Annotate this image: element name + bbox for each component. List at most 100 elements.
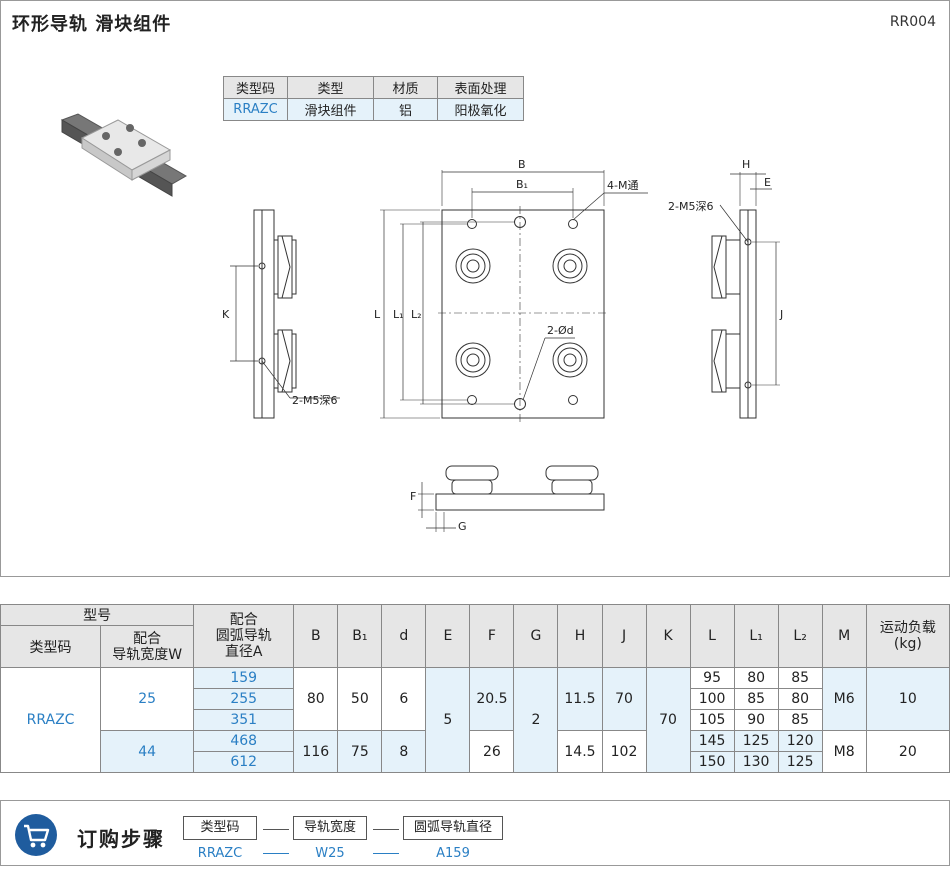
dim-H: H (742, 158, 750, 171)
dia-cell: 159 (193, 667, 295, 689)
step-value-diameter: A159 (436, 846, 470, 861)
step-rail-width: 导轨宽度 (293, 816, 367, 840)
cell-L2: 120 (777, 730, 823, 752)
dia-cell: 255 (193, 688, 295, 710)
cell-M: M8 (821, 730, 867, 773)
step-connector (373, 829, 399, 830)
value-connector (373, 853, 399, 854)
cell-B1: 75 (337, 730, 383, 773)
right-side-view: H E 2-M5深6 J (668, 158, 783, 419)
cell-F: 26 (469, 730, 515, 773)
dim-G: G (458, 520, 467, 533)
technical-drawing: K 2-M5深6 B B₁ 4-M通 L (60, 113, 783, 533)
spec-table: 型号 配合 圆弧导轨 直径A B B₁ d E F G H J K L L₁ L… (0, 604, 950, 773)
cell-M: M6 (821, 667, 867, 731)
dim-F: F (410, 490, 416, 503)
cell-H: 11.5 (557, 667, 603, 731)
product-code: RR004 (889, 14, 936, 30)
cell-F: 20.5 (469, 667, 515, 731)
cell-L: 145 (689, 730, 735, 752)
dim-L2: L₂ (411, 308, 422, 321)
type-table-cell: 阳极氧化 (437, 98, 524, 121)
product-photo (60, 113, 188, 197)
cell-L1: 125 (733, 730, 779, 752)
col-header-d: d (381, 604, 427, 668)
cell-L1: 85 (733, 688, 779, 710)
cell-L: 100 (689, 688, 735, 710)
col-header-load: 运动负载 (kg) (865, 604, 950, 668)
col-header-B: B (293, 604, 339, 668)
col-header-L: L (689, 604, 735, 668)
cell-L: 105 (689, 709, 735, 731)
type-table-header: 材质 (373, 76, 438, 99)
col-header-J: J (601, 604, 647, 668)
col-header-E: E (425, 604, 471, 668)
col-header-B1: B₁ (337, 604, 383, 668)
col-header-K: K (645, 604, 691, 668)
col-header-M: M (821, 604, 867, 668)
value-connector (263, 853, 289, 854)
type-table-header: 类型码 (223, 76, 288, 99)
dia-cell: 468 (193, 730, 295, 752)
dim-K: K (222, 308, 230, 321)
type-table: 类型码 类型 材质 表面处理 RRAZC 滑块组件 铝 阳极氧化 (223, 76, 524, 121)
cell-L2: 125 (777, 751, 823, 773)
order-title: 订购步骤 (77, 827, 165, 851)
order-steps-panel: 订购步骤 类型码 导轨宽度 圆弧导轨直径 RRAZC W25 A159 (0, 800, 950, 866)
cell-d: 6 (381, 667, 427, 731)
step-type-code: 类型码 (183, 816, 257, 840)
col-header-H: H (557, 604, 603, 668)
cell-d: 8 (381, 730, 427, 773)
label-4-m: 4-M通 (607, 179, 638, 192)
dim-B: B (518, 158, 526, 171)
cell-J: 102 (601, 730, 647, 773)
cell-L: 150 (689, 751, 735, 773)
cell-L1: 90 (733, 709, 779, 731)
cell-J: 70 (601, 667, 647, 731)
col-header-dia: 配合 圆弧导轨 直径A (193, 604, 295, 668)
col-header-L2: L₂ (777, 604, 823, 668)
col-header-L1: L₁ (733, 604, 779, 668)
cell-B1: 50 (337, 667, 383, 731)
step-value-type: RRAZC (197, 846, 243, 861)
type-table-cell: 滑块组件 (287, 98, 374, 121)
dia-cell: 612 (193, 751, 295, 773)
cell-L2: 80 (777, 688, 823, 710)
label-2-m5-right: 2-M5深6 (668, 200, 713, 213)
dim-J: J (779, 308, 783, 321)
page-title: 环形导轨 滑块组件 (12, 14, 172, 35)
step-rail-diameter: 圆弧导轨直径 (403, 816, 503, 840)
type-code-cell: RRAZC (0, 667, 102, 773)
col-header-width: 配合 导轨宽度W (100, 625, 195, 668)
cell-load: 10 (865, 667, 950, 731)
cell-L1: 130 (733, 751, 779, 773)
step-value-width: W25 (315, 846, 345, 861)
col-header-G: G (513, 604, 559, 668)
cell-load: 20 (865, 730, 950, 773)
cell-H: 14.5 (557, 730, 603, 773)
dim-L1: L₁ (393, 308, 404, 321)
bottom-view: F G (410, 465, 605, 533)
col-header-F: F (469, 604, 515, 668)
front-view: B B₁ 4-M通 L L₁ L₂ 2-Ød (374, 158, 648, 422)
cell-B: 116 (293, 730, 339, 773)
type-table-cell: RRAZC (223, 98, 288, 121)
cell-L2: 85 (777, 709, 823, 731)
cell-E: 5 (425, 667, 471, 773)
cell-B: 80 (293, 667, 339, 731)
col-header-type: 类型码 (0, 625, 102, 668)
label-2-d: 2-Ød (547, 324, 574, 337)
col-header-model: 型号 (0, 604, 195, 626)
rail-width-cell: 25 (100, 667, 195, 731)
cell-L2: 85 (777, 667, 823, 689)
dim-L: L (374, 308, 381, 321)
left-side-view: K 2-M5深6 (222, 209, 340, 419)
cart-icon (15, 814, 57, 856)
dim-B1: B₁ (516, 178, 528, 191)
rail-width-cell: 44 (100, 730, 195, 773)
cell-L: 95 (689, 667, 735, 689)
cell-K: 70 (645, 667, 691, 773)
step-connector (263, 829, 289, 830)
label-2-m5-left: 2-M5深6 (292, 394, 337, 407)
dim-E: E (764, 176, 771, 189)
